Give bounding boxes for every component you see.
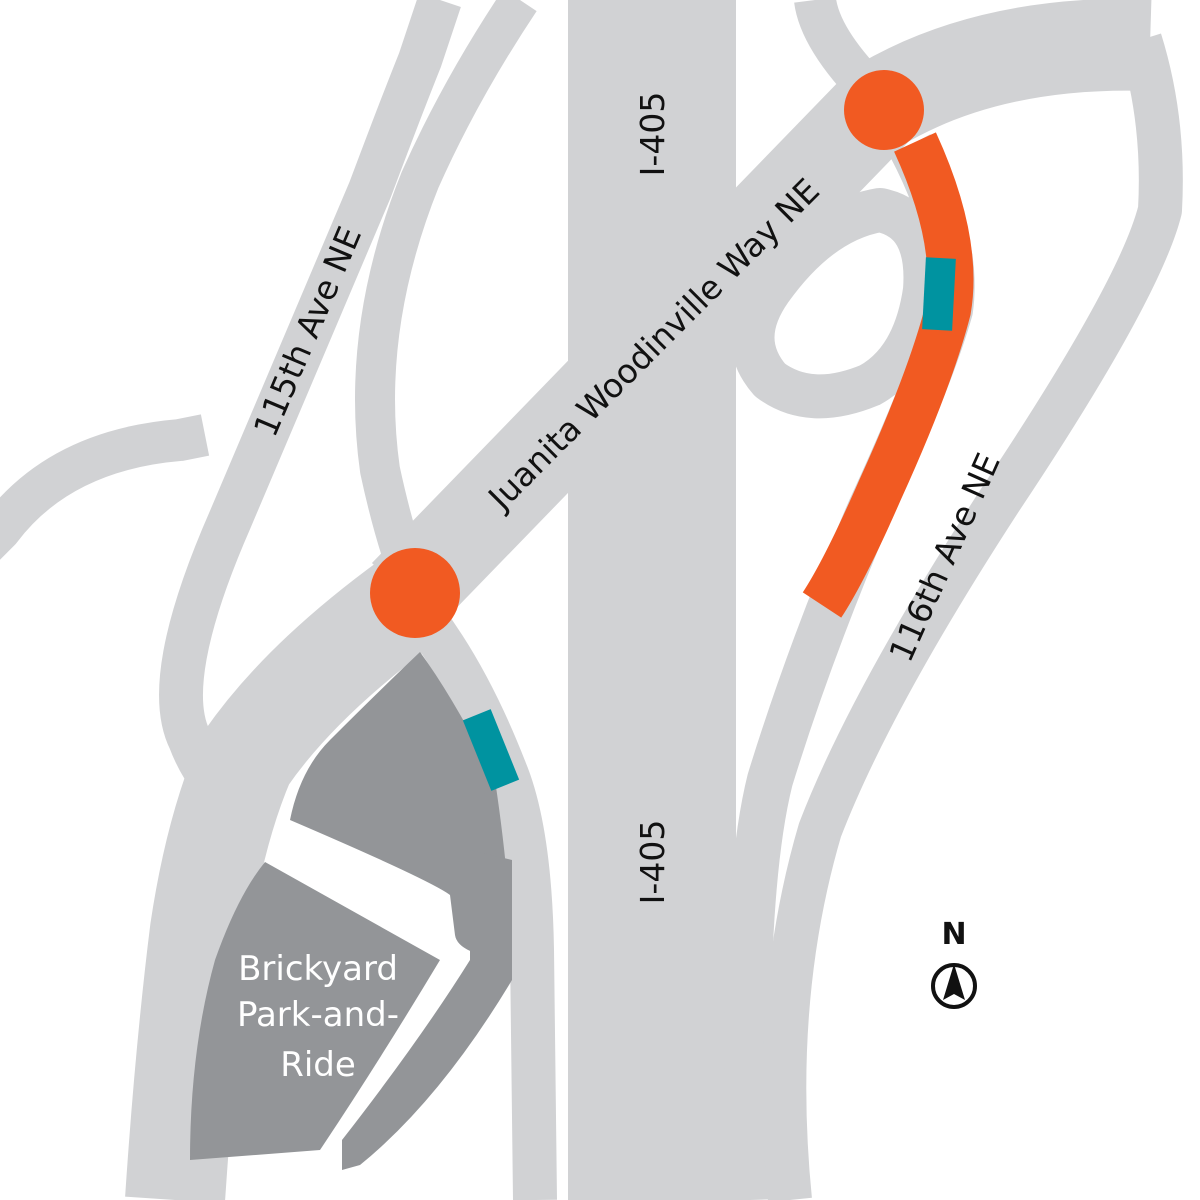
bus-route-segment (802, 132, 974, 618)
label-i405-upper: I-405 (633, 92, 672, 177)
west-road (0, 414, 210, 560)
i405-freeway (568, 0, 736, 1200)
label-i405-lower: I-405 (633, 820, 672, 905)
park-and-ride-lot (190, 652, 512, 1170)
north-indicator: N (931, 917, 977, 1009)
roundabout-marker-southwest[interactable] (370, 548, 460, 638)
inner-connector-road (355, 0, 537, 598)
label-park-ride-line1: Brickyard (238, 949, 398, 989)
park-ride-east-block (342, 850, 512, 1170)
southwest-road (125, 559, 440, 1200)
bus-stop-west[interactable] (462, 709, 520, 791)
road-116th-ave-ne (762, 33, 1183, 1200)
park-ride-north-block (290, 652, 512, 960)
bus-stop-east[interactable] (922, 257, 956, 331)
label-park-ride-line3: Ride (280, 1045, 356, 1085)
label-park-ride-line2: Park-and- (237, 995, 399, 1035)
north-label: N (941, 917, 966, 952)
north-arrow-icon (943, 964, 965, 1000)
park-ride-south-block (190, 862, 440, 1160)
roundabout-marker-northeast[interactable] (844, 70, 924, 150)
cloverleaf-loop (730, 188, 948, 419)
